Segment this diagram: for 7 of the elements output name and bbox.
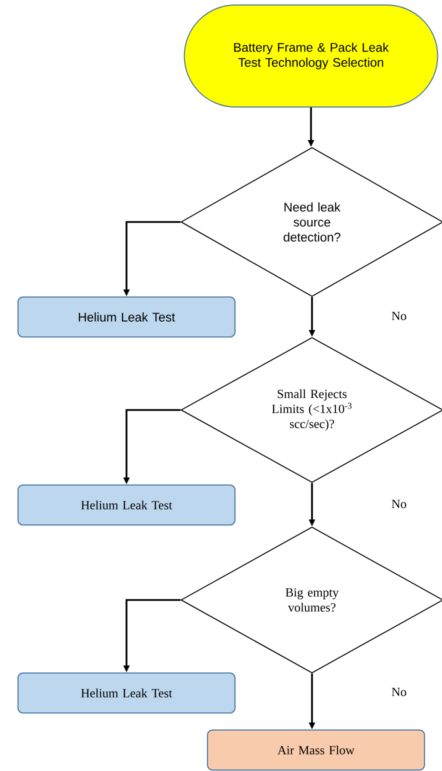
branch-label: No — [392, 312, 406, 320]
process-box: Helium Leak Test — [18, 296, 236, 338]
process-box: Helium Leak Test — [18, 484, 236, 526]
branch-label: No — [392, 500, 406, 508]
branch-label: No — [392, 688, 406, 696]
process-box: Helium Leak Test — [18, 672, 236, 714]
result-box: Air Mass Flow — [207, 730, 425, 770]
